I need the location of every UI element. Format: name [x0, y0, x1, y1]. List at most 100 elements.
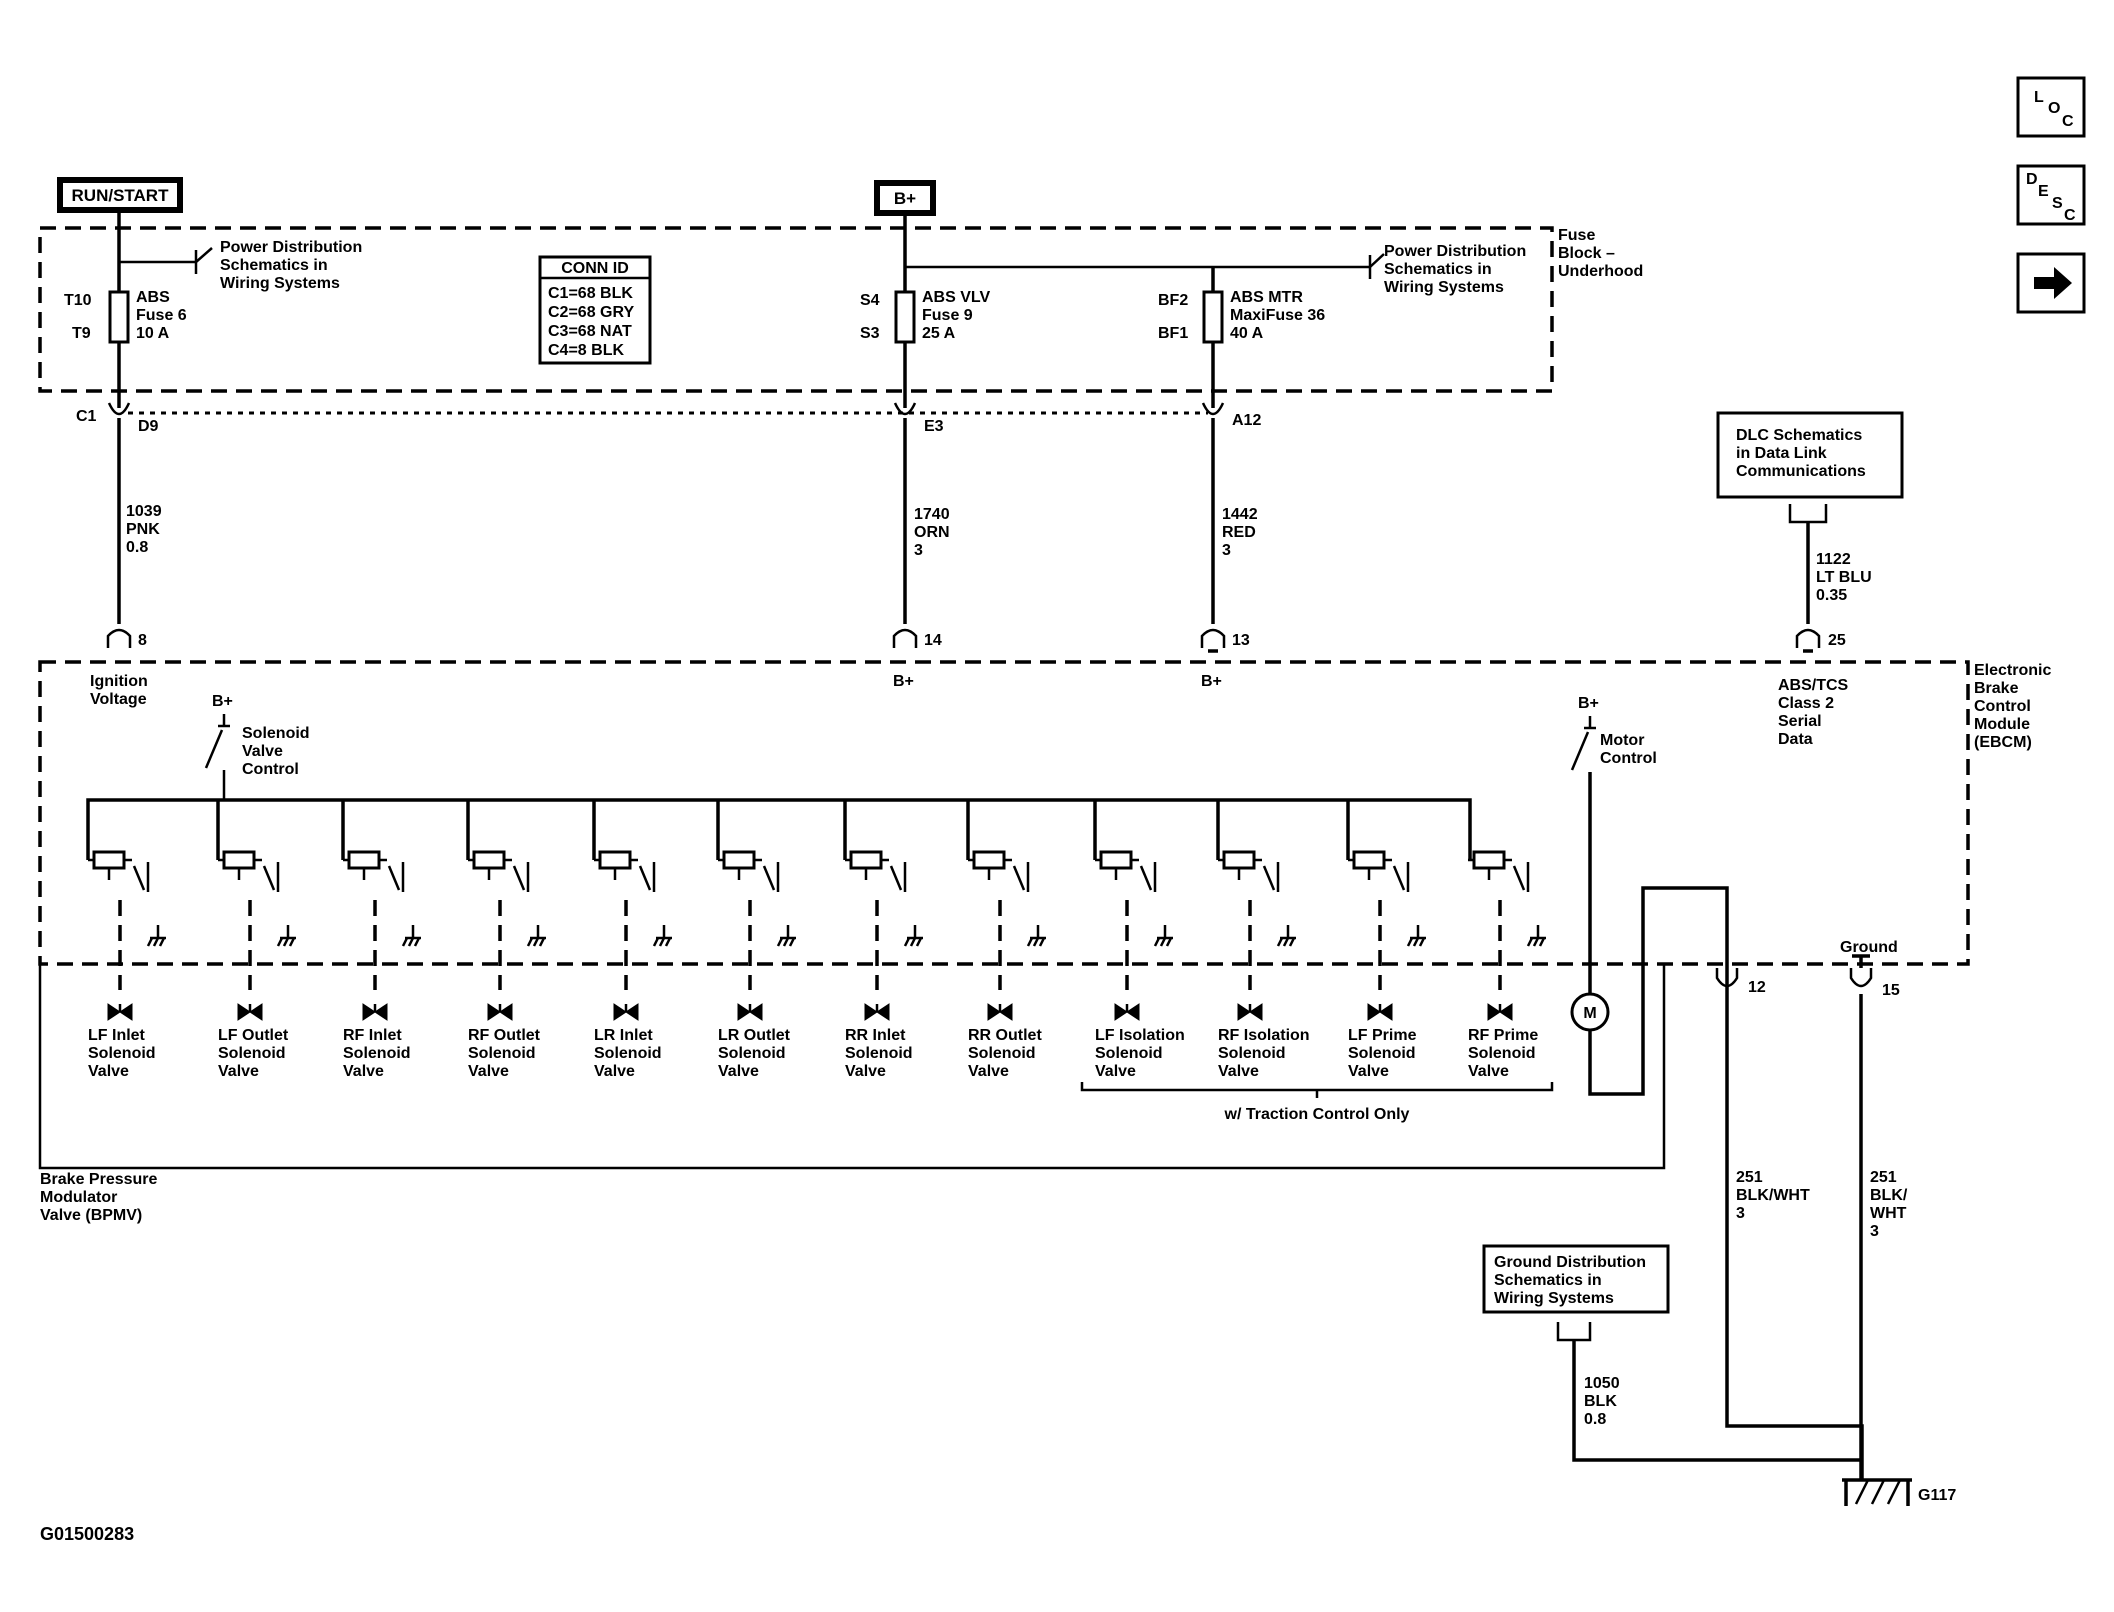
fuse-abs-6	[108, 290, 130, 344]
driver-coil	[472, 850, 506, 870]
abs-tcs-4: Data	[1778, 731, 1813, 748]
fuse1-line1: ABS	[136, 289, 170, 306]
solenoid-valve-icon	[1114, 1003, 1140, 1021]
valve-label-line: Valve	[1218, 1063, 1259, 1080]
wire-1050-1: 1050	[1584, 1375, 1620, 1392]
valve-label-line: Valve	[845, 1063, 886, 1080]
ebcm-pin-25	[1795, 628, 1821, 648]
valve-label-line: Valve	[88, 1063, 129, 1080]
motor-symbol: M	[1583, 1005, 1596, 1022]
battery-label: B+	[894, 189, 916, 208]
wire-1122-3: 0.35	[1816, 587, 1847, 604]
fuse1-top-terminal: T10	[64, 292, 92, 309]
driver-coil	[222, 850, 256, 870]
driver-coil	[92, 850, 126, 870]
wire-1740-3: 3	[914, 542, 923, 559]
power-dist-ref-left-1: Power Distribution	[220, 239, 362, 256]
solenoid-valve-icon	[107, 1003, 133, 1021]
wire-1050-2: BLK	[1584, 1393, 1617, 1410]
connector-c1-d9	[107, 402, 131, 416]
connector-c1: C1	[76, 408, 97, 425]
solenoid-driver	[1216, 800, 1296, 990]
solenoid-valve-icon	[613, 1003, 639, 1021]
wire-1442-1: 1442	[1222, 506, 1258, 523]
connector-a12-label: A12	[1232, 412, 1261, 429]
desc-c: C	[2064, 207, 2076, 224]
ebcm-pin-15-label: 15	[1882, 982, 1900, 999]
valve-label-line: LF Inlet	[88, 1027, 146, 1044]
valve-label-line: Solenoid	[845, 1045, 913, 1062]
driver-coil	[1472, 850, 1506, 870]
fuse1-line2: Fuse 6	[136, 307, 187, 324]
solenoid-valve-icon	[737, 1003, 763, 1021]
ebcm-pin-8	[106, 628, 132, 648]
wire-251-a-3: 3	[1736, 1205, 1745, 1222]
loc-c: C	[2062, 113, 2074, 130]
ebcm-label-4: Module	[1974, 716, 2030, 733]
solenoid-valve-control-1: Solenoid	[242, 725, 310, 742]
ebcm-pin-25-label: 25	[1828, 632, 1846, 649]
connector-e3-label: E3	[924, 418, 944, 435]
valve-label-line: Valve	[718, 1063, 759, 1080]
valve-label-line: RR Outlet	[968, 1027, 1042, 1044]
valve-label-line: Solenoid	[1468, 1045, 1536, 1062]
next-button[interactable]	[2016, 252, 2086, 314]
solenoid-valve-icon	[1487, 1003, 1513, 1021]
wire-251-a-1: 251	[1736, 1169, 1763, 1186]
run-start-label: RUN/START	[72, 186, 170, 205]
valve-label-line: LF Prime	[1348, 1027, 1417, 1044]
fuse-abs-vlv-9	[894, 290, 916, 344]
wire-1740-1: 1740	[914, 506, 950, 523]
conn-id-box	[538, 255, 652, 365]
fuse2-bottom-terminal: S3	[860, 325, 880, 342]
desc-button[interactable]: D E S C	[2016, 164, 2086, 226]
wire-251-b-3: WHT	[1870, 1205, 1907, 1222]
solenoid-driver	[1346, 800, 1426, 990]
solenoid-valve-icon	[1367, 1003, 1393, 1021]
loc-l: L	[2034, 89, 2044, 106]
ground-dist-ref-3: Wiring Systems	[1494, 1290, 1614, 1307]
bpmv-label-3: Valve (BPMV)	[40, 1207, 142, 1224]
abs-tcs-3: Serial	[1778, 713, 1822, 730]
driver-coil	[1099, 850, 1133, 870]
valve-label-line: Valve	[343, 1063, 384, 1080]
fuse1-bottom-terminal: T9	[72, 325, 91, 342]
fuse-abs-mtr-36	[1202, 290, 1224, 344]
fuse-block-outline	[38, 226, 1554, 393]
solenoid-valve-icon	[487, 1003, 513, 1021]
wire-251-a-2: BLK/WHT	[1736, 1187, 1810, 1204]
connector-a12	[1201, 402, 1225, 416]
loc-o: O	[2048, 100, 2060, 117]
loc-button[interactable]: L O C	[2016, 76, 2086, 138]
ebcm-label-5: (EBCM)	[1974, 734, 2032, 751]
conn-id-row1: C1=68 BLK	[548, 285, 633, 302]
wire-1122-2: LT BLU	[1816, 569, 1872, 586]
connector-d9: D9	[138, 418, 159, 435]
ebcm-pin-12-label: 12	[1748, 979, 1766, 996]
valve-label-line: LF Outlet	[218, 1027, 289, 1044]
abs-tcs-1: ABS/TCS	[1778, 677, 1849, 694]
valve-label-line: Solenoid	[218, 1045, 286, 1062]
abs-tcs-2: Class 2	[1778, 695, 1834, 712]
solenoid-driver-group	[88, 800, 1546, 990]
solenoid-b-plus: B+	[212, 693, 233, 710]
fuse3-top-terminal: BF2	[1158, 292, 1188, 309]
valve-label-line: RF Prime	[1468, 1027, 1538, 1044]
valve-label-line: LR Inlet	[594, 1027, 653, 1044]
dlc-ref-1: DLC Schematics	[1736, 427, 1862, 444]
solenoid-driver	[466, 800, 546, 990]
motor-b-plus: B+	[1578, 695, 1599, 712]
ebcm-pin-13	[1200, 628, 1226, 648]
solenoid-valve-control-switch	[204, 729, 224, 769]
desc-e: E	[2038, 183, 2049, 200]
solenoid-valve-control-3: Control	[242, 761, 299, 778]
wire-1050-3: 0.8	[1584, 1411, 1606, 1428]
wire-1039-1: 1039	[126, 503, 162, 520]
driver-coil	[347, 850, 381, 870]
valve-label-line: Solenoid	[1218, 1045, 1286, 1062]
valve-label-line: Valve	[218, 1063, 259, 1080]
power-dist-ref-left-2: Schematics in	[220, 257, 328, 274]
diagram-id: G01500283	[40, 1524, 134, 1544]
